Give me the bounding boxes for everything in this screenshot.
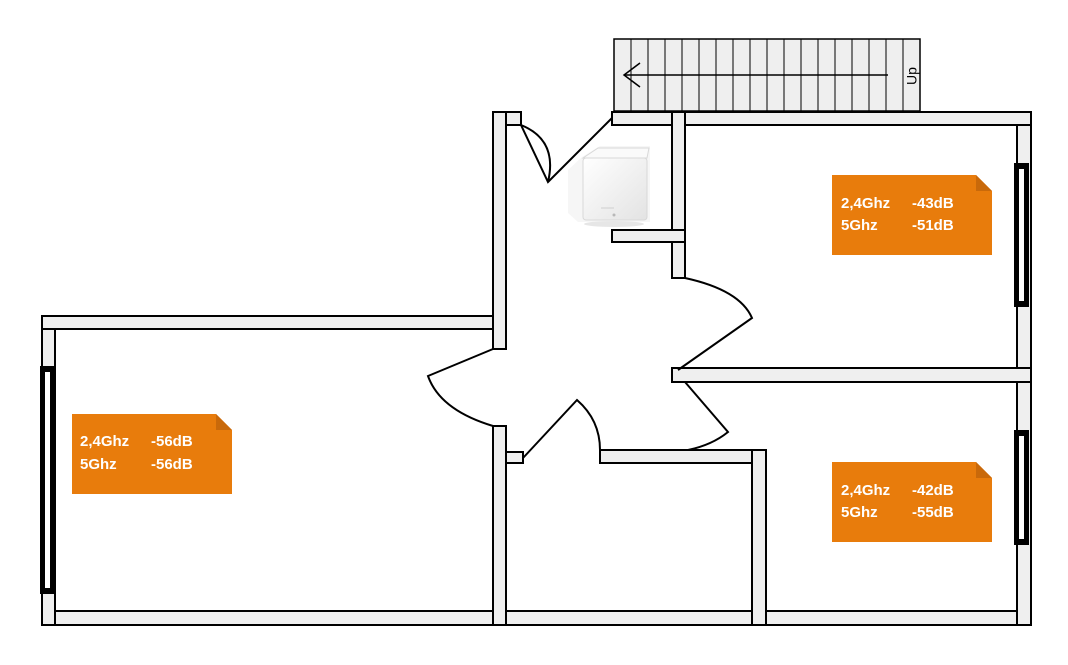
note-band2-label: 5Ghz xyxy=(841,504,878,521)
signal-note-left: 2,4Ghz -56dB 5Ghz -56dB xyxy=(72,414,232,494)
door-bathroom xyxy=(522,398,601,459)
note-band1-value: -56dB xyxy=(151,433,193,450)
door-room-top-right xyxy=(677,277,754,371)
staircase: Up xyxy=(613,38,921,112)
stairs-direction-arrow-icon xyxy=(622,62,888,88)
doors xyxy=(426,117,754,459)
note-band1-label: 2,4Ghz xyxy=(80,433,129,450)
door-room-left xyxy=(426,348,494,427)
note-band2-value: -55dB xyxy=(912,504,954,521)
note-band1-value: -42dB xyxy=(912,482,954,499)
note-band1-label: 2,4Ghz xyxy=(841,195,890,212)
signal-note-top-right: 2,4Ghz -43dB 5Ghz -51dB xyxy=(832,175,992,255)
door-hall-top xyxy=(520,117,613,184)
note-band1-value: -43dB xyxy=(912,195,954,212)
signal-note-bottom-right: 2,4Ghz -42dB 5Ghz -55dB xyxy=(832,462,992,542)
note-band2-label: 5Ghz xyxy=(80,456,117,473)
note-band2-label: 5Ghz xyxy=(841,217,878,234)
stairs-up-label: Up xyxy=(904,67,920,85)
door-room-bottom-right xyxy=(684,381,730,451)
note-band2-value: -51dB xyxy=(912,217,954,234)
note-band1-label: 2,4Ghz xyxy=(841,482,890,499)
windows xyxy=(40,163,1029,594)
note-band2-value: -56dB xyxy=(151,456,193,473)
mesh-router-icon xyxy=(568,146,650,227)
